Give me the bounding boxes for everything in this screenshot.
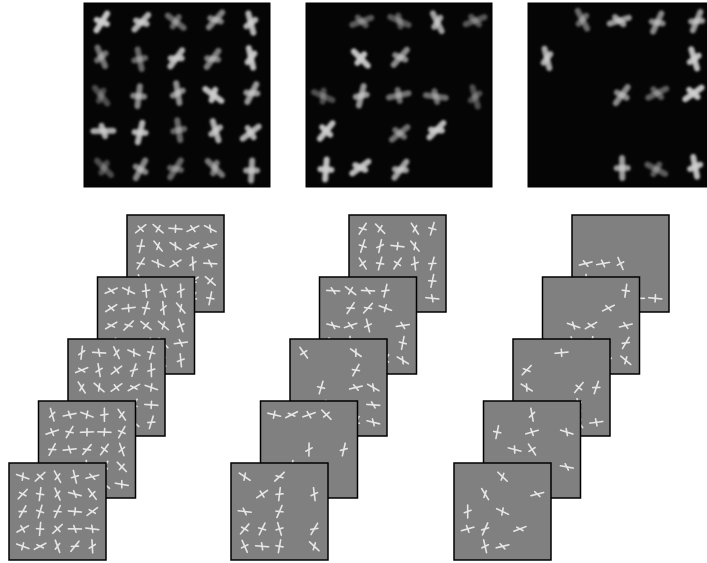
element-stroke [355, 165, 365, 170]
heatmap-blob [544, 49, 551, 68]
element-stroke [352, 370, 359, 371]
element-stroke [398, 90, 400, 101]
element-stroke [97, 20, 107, 24]
stimulus-card [9, 463, 106, 560]
element-stroke [135, 132, 146, 133]
element-stroke [212, 90, 216, 100]
stimulus-stack-middle [231, 215, 446, 560]
element-stroke [151, 384, 152, 391]
element-stroke [83, 449, 90, 450]
element-stroke [148, 422, 155, 423]
element-stroke [142, 308, 149, 309]
heatmap-blob [248, 48, 255, 68]
element-stroke [323, 91, 324, 102]
element-stroke [373, 384, 374, 391]
element-stroke [92, 525, 93, 532]
heatmap-middle [306, 3, 492, 187]
element-stroke [262, 543, 263, 550]
element-stroke [207, 58, 218, 59]
element-stroke [136, 21, 146, 24]
element-stroke [158, 260, 159, 267]
element-stroke [356, 95, 367, 97]
element-stroke [397, 243, 398, 250]
heatmap-left [84, 3, 270, 187]
element-stroke [134, 58, 145, 60]
element-stroke [210, 18, 220, 21]
element-stroke [99, 384, 100, 391]
element-stroke [22, 473, 23, 480]
element-stroke [213, 163, 217, 173]
stimulus-stack-right [454, 215, 669, 560]
element-stroke [173, 129, 184, 131]
element-stroke [101, 414, 108, 415]
stimulus-card [454, 463, 551, 560]
heatmap-blob [648, 89, 666, 98]
element-stroke [690, 165, 700, 169]
element-stroke [102, 126, 106, 136]
element-stroke [402, 357, 403, 364]
heatmap-blob [578, 11, 587, 29]
stimulus-stack-left [9, 215, 224, 560]
element-stroke [311, 528, 318, 529]
heatmap-blob [433, 13, 442, 31]
element-stroke [398, 16, 400, 27]
element-stroke [74, 508, 75, 515]
element-stroke [246, 93, 257, 94]
element-stroke [431, 130, 442, 131]
heatmap-blob [352, 17, 371, 25]
element-stroke [434, 91, 437, 102]
stimulus-card [231, 463, 328, 560]
element-stroke [691, 21, 702, 22]
element-stroke [382, 290, 389, 291]
element-stroke [429, 281, 436, 282]
element-stroke [652, 22, 663, 24]
element-stroke [133, 96, 144, 97]
element-stroke [104, 429, 105, 436]
element-stroke [170, 168, 181, 170]
element-stroke [622, 342, 629, 343]
element-stroke [37, 529, 44, 530]
element-stroke [276, 494, 283, 495]
element-stroke [622, 290, 629, 291]
heatmap-blob [610, 17, 629, 24]
element-stroke [395, 169, 406, 170]
heatmap-blob [466, 17, 485, 25]
element-stroke [99, 91, 103, 101]
element-stroke [276, 511, 283, 512]
heatmap-right [528, 3, 707, 187]
element-stroke [320, 169, 331, 170]
element-stroke [54, 511, 61, 512]
element-stroke [395, 55, 405, 59]
